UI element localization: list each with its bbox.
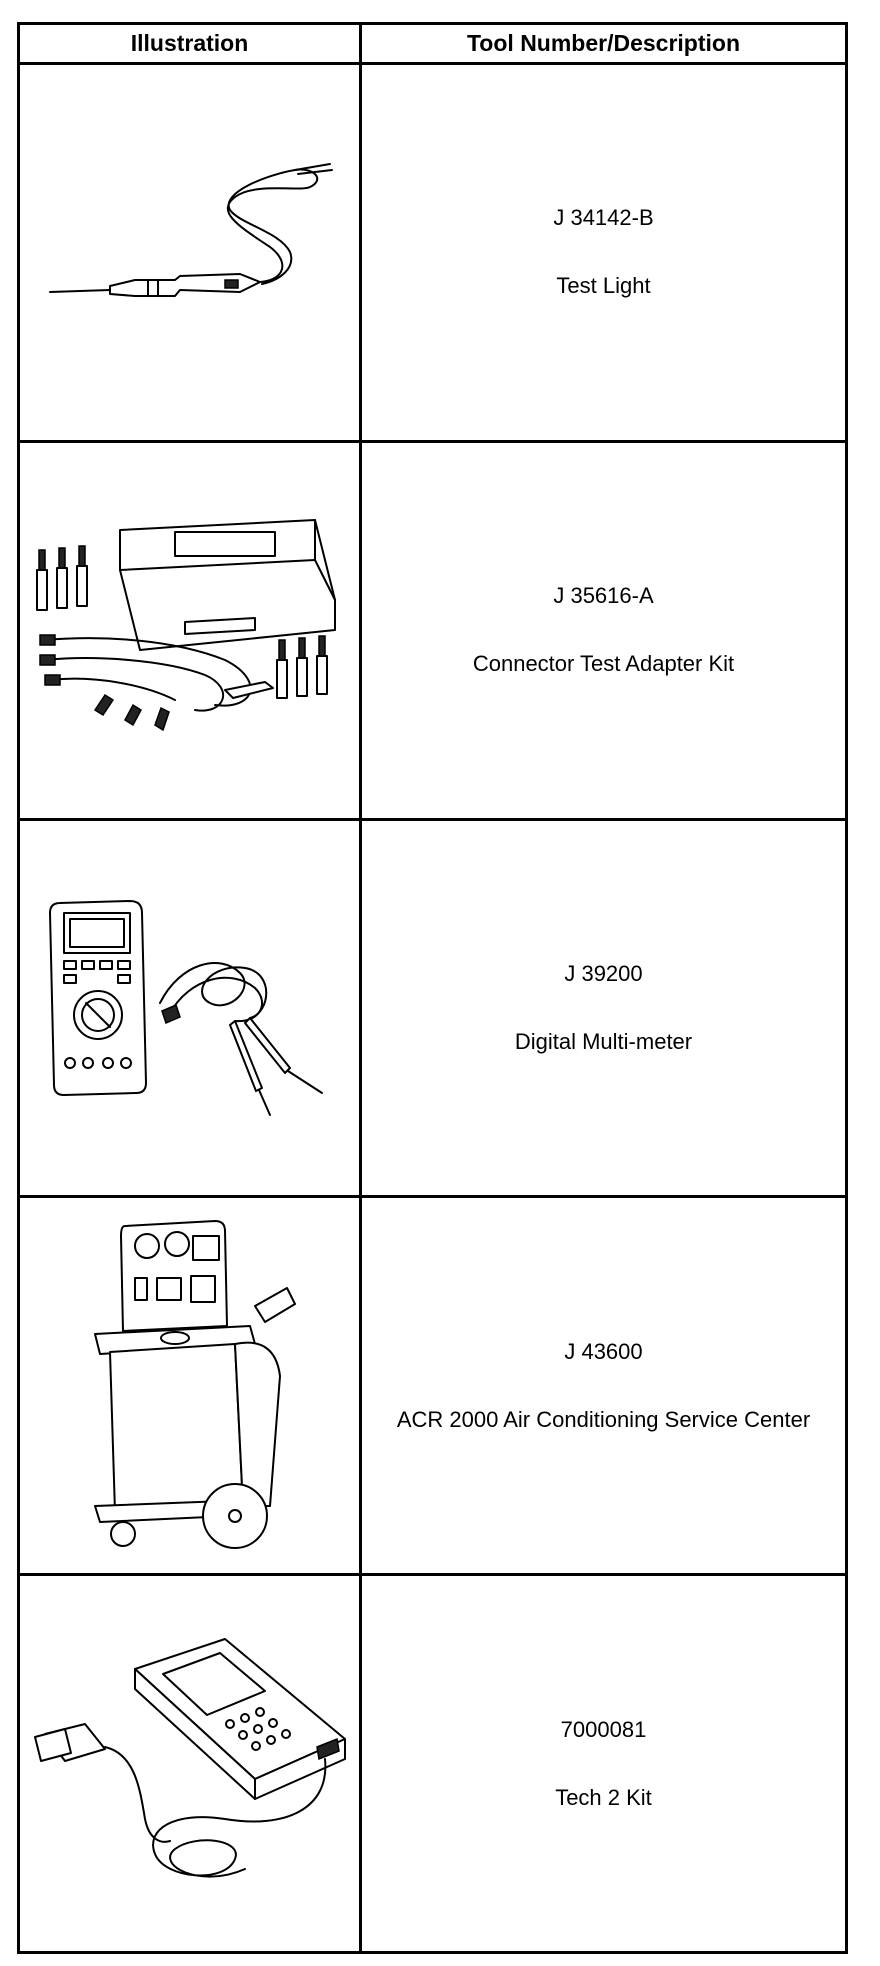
tool-number: J 35616-A: [553, 583, 654, 609]
tool-number: J 39200: [564, 960, 643, 986]
illustration-cell: [17, 817, 362, 1199]
description-cell: 7000081 Tech 2 Kit: [359, 1573, 848, 1954]
tool-name: ACR 2000 Air Conditioning Service Center: [396, 1406, 811, 1432]
table-header-row: Illustration Tool Number/Description: [17, 22, 848, 65]
illustration-header: Illustration: [17, 22, 362, 65]
illustration-cell: [17, 1573, 362, 1954]
tool-name: Digital Multi-meter: [514, 1028, 693, 1054]
illustration-cell: [17, 1195, 362, 1577]
illustration-cell: [17, 62, 362, 443]
tool-number: 7000081: [560, 1716, 647, 1742]
illustration-cell: [17, 439, 362, 821]
description-cell: J 34142-B Test Light: [359, 62, 848, 443]
description-cell: J 43600 ACR 2000 Air Conditioning Servic…: [359, 1195, 848, 1577]
table-row: J 34142-B Test Light: [17, 62, 848, 443]
description-header: Tool Number/Description: [359, 22, 848, 65]
test-light-icon: [48, 163, 333, 298]
table-row: J 43600 ACR 2000 Air Conditioning Servic…: [17, 1195, 848, 1577]
table-row: J 39200 Digital Multi-meter: [17, 817, 848, 1199]
tool-number: J 34142-B: [553, 205, 654, 231]
special-tools-table: Illustration Tool Number/Description J 3…: [17, 22, 848, 1954]
table-row: 7000081 Tech 2 Kit: [17, 1573, 848, 1954]
adapter-kit-icon: [35, 519, 336, 732]
tool-number: J 43600: [564, 1338, 643, 1364]
table-row: J 35616-A Connector Test Adapter Kit: [17, 439, 848, 821]
tech2-scanner-icon: [33, 1637, 346, 1878]
description-cell: J 39200 Digital Multi-meter: [359, 817, 848, 1199]
tool-name: Tech 2 Kit: [555, 1784, 652, 1810]
ac-service-cart-icon: [93, 1219, 296, 1549]
tool-name: Connector Test Adapter Kit: [472, 651, 735, 677]
description-cell: J 35616-A Connector Test Adapter Kit: [359, 439, 848, 821]
tool-name: Test Light: [556, 273, 651, 299]
multimeter-icon: [48, 899, 323, 1116]
